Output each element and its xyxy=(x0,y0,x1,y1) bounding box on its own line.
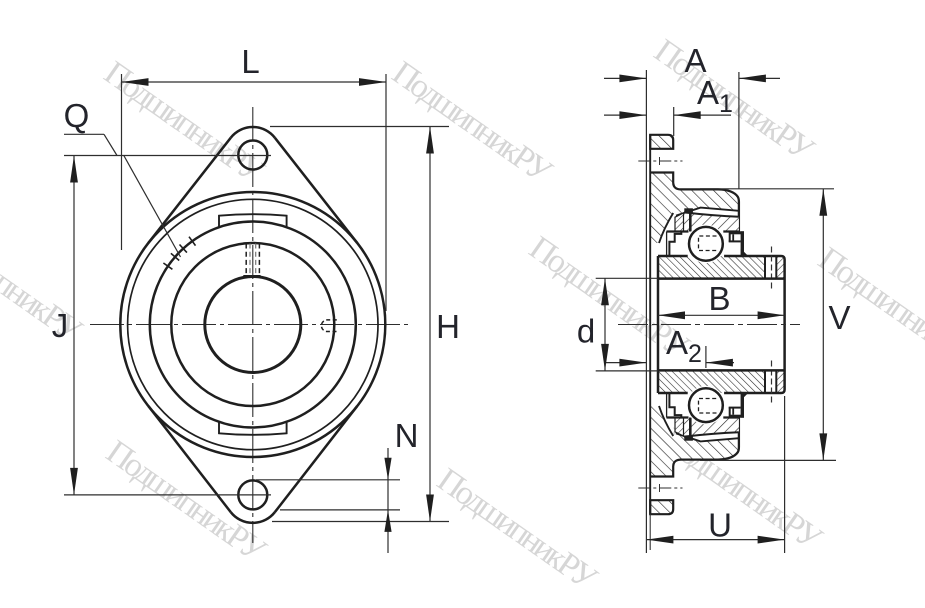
svg-text:L: L xyxy=(241,43,259,80)
svg-text:N: N xyxy=(395,417,419,454)
svg-text:U: U xyxy=(708,507,732,544)
svg-text:Q: Q xyxy=(64,97,90,134)
svg-text:H: H xyxy=(436,308,460,345)
svg-text:V: V xyxy=(828,299,850,336)
svg-text:J: J xyxy=(52,307,69,344)
svg-text:B: B xyxy=(708,280,730,317)
svg-text:A: A xyxy=(684,42,706,79)
svg-text:A1: A1 xyxy=(697,74,733,118)
svg-text:d: d xyxy=(577,313,595,350)
